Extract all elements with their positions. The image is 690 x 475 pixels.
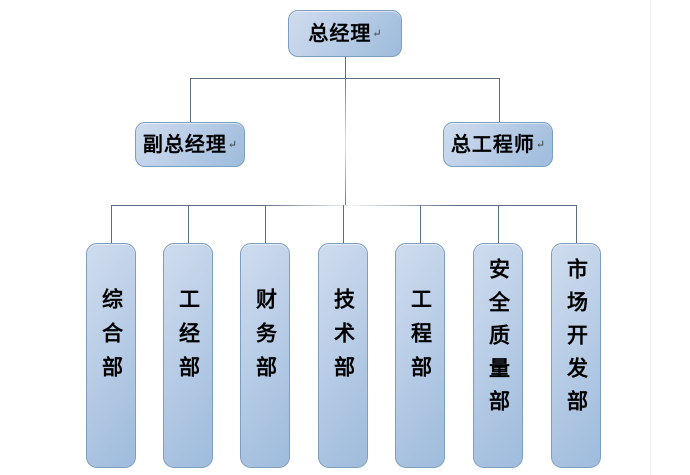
node-label-dept-technology: 技术部 <box>331 288 356 390</box>
connector-drop-dept-1 <box>111 205 112 243</box>
node-label-general-manager: 总经理 <box>308 22 372 45</box>
connector-drop-dept-6 <box>498 205 499 243</box>
node-dept-engineering-economics[interactable]: 工经部 <box>163 243 213 468</box>
connector-drop-chief-engineer <box>499 78 500 122</box>
paragraph-mark-icon: ↵ <box>372 28 382 40</box>
node-dept-safety-quality[interactable]: 安全质量部 <box>473 243 523 468</box>
node-label-deputy-general-manager: 副总经理 <box>142 133 227 156</box>
node-dept-engineering[interactable]: 工程部 <box>395 243 445 468</box>
page-margin-guide <box>650 0 651 475</box>
node-dept-market-development[interactable]: 市场开发部 <box>551 243 601 468</box>
connector-drop-dept-2 <box>188 205 189 243</box>
node-label-dept-finance: 财务部 <box>253 288 278 390</box>
connector-drop-dept-4 <box>343 205 344 243</box>
paragraph-mark-icon: ↵ <box>227 139 238 151</box>
connector-main-trunk <box>345 78 346 205</box>
node-deputy-general-manager[interactable]: 副总经理 ↵ <box>135 122 245 167</box>
node-dept-general-affairs[interactable]: 综合部 <box>86 243 136 468</box>
connector-gm-trunk <box>345 57 346 78</box>
node-dept-finance[interactable]: 财务部 <box>240 243 290 468</box>
node-dept-technology[interactable]: 技术部 <box>318 243 368 468</box>
node-label-chief-engineer: 总工程师 <box>450 133 535 156</box>
connector-drop-dept-3 <box>265 205 266 243</box>
node-label-dept-engineering: 工程部 <box>408 288 433 390</box>
node-label-dept-engineering-economics: 工经部 <box>176 288 201 390</box>
connector-drop-dept-7 <box>576 205 577 243</box>
node-label-dept-general-affairs: 综合部 <box>99 288 124 390</box>
connector-drop-deputy-gm <box>190 78 191 122</box>
node-label-dept-market-development: 市场开发部 <box>564 258 589 423</box>
connector-drop-dept-5 <box>420 205 421 243</box>
paragraph-mark-icon: ↵ <box>535 139 546 151</box>
node-chief-engineer[interactable]: 总工程师 ↵ <box>443 122 553 167</box>
node-general-manager[interactable]: 总经理 ↵ <box>288 10 402 57</box>
node-label-dept-safety-quality: 安全质量部 <box>486 258 511 423</box>
